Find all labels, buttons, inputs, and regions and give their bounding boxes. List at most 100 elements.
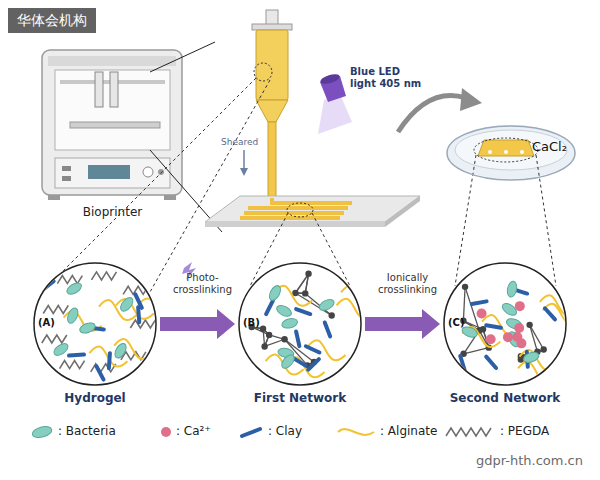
- pegda-sample: [446, 428, 491, 436]
- circle-fill: [238, 262, 362, 386]
- printer-foot: [48, 195, 60, 200]
- printer-front: [55, 158, 170, 188]
- printer-foot: [164, 195, 176, 200]
- clay-platelet: [69, 353, 84, 358]
- circle-outline-shape: [239, 263, 361, 385]
- clay-platelet: [306, 346, 320, 352]
- pegda-network: [465, 287, 479, 331]
- alginate-chain: [341, 286, 379, 306]
- printer-syringe: [95, 72, 103, 107]
- crosslink-point: [292, 290, 298, 296]
- printer-window: [55, 70, 170, 150]
- syringe-taper: [256, 100, 288, 122]
- calcium-ion: [514, 323, 524, 333]
- pegda-network: [463, 287, 465, 321]
- pegda-chain: [42, 335, 67, 343]
- clay-platelet: [545, 308, 555, 319]
- calcium-ion: [477, 309, 487, 319]
- crosslink-point: [540, 346, 546, 352]
- bacterium: [281, 317, 299, 330]
- clay-platelet: [472, 301, 487, 304]
- printer-platform: [70, 122, 160, 128]
- clay-platelet: [293, 358, 306, 366]
- clay-platelet: [486, 357, 496, 368]
- node-box: (A)Hydrogel: [33, 262, 157, 412]
- shear-arrow: [243, 150, 245, 168]
- crosslink-arrow: [365, 309, 440, 339]
- clay-platelet: [109, 353, 110, 368]
- bacterium: [113, 342, 129, 360]
- bacterium: [118, 295, 135, 313]
- node-label: Bioprinter: [30, 205, 195, 219]
- alginate-chain: [519, 350, 557, 370]
- printer-button: [158, 169, 164, 175]
- bacterium: [279, 353, 296, 371]
- crosslink-point: [462, 284, 468, 290]
- bacterium: [522, 350, 540, 364]
- leader-line: [150, 80, 270, 292]
- pegda-chain: [91, 272, 116, 280]
- bacterium: [318, 297, 336, 312]
- clay-platelet: [486, 325, 501, 328]
- network-drawings: [33, 262, 581, 386]
- leader-line: [42, 78, 256, 292]
- alginate-chain: [540, 295, 578, 315]
- syringe-rim: [252, 24, 292, 30]
- zoom-line: [150, 42, 215, 72]
- circle-fill: [33, 262, 157, 386]
- panel-letter: (C): [448, 317, 478, 328]
- syringe-barrel: [256, 30, 288, 100]
- calcium-ion: [503, 332, 513, 342]
- bacterium: [65, 281, 83, 297]
- arrow-shape: [365, 309, 440, 339]
- construct-pore: [504, 150, 508, 154]
- printer-port: [62, 176, 71, 181]
- node-label: Second Network: [433, 391, 577, 405]
- plate-edge: [205, 222, 385, 227]
- printed-strand: [248, 206, 348, 210]
- pegda-network: [295, 274, 308, 293]
- node-box: Bioprinter: [30, 45, 195, 225]
- pegda-network: [530, 325, 538, 352]
- annotation: Blue LED light 405 nm: [350, 66, 422, 90]
- crosslink-point: [261, 343, 267, 349]
- panel-letter: (B): [243, 317, 273, 328]
- network: [460, 280, 581, 381]
- led-cap: [319, 72, 340, 85]
- clay-platelet: [96, 366, 103, 379]
- transfer-arrow: [398, 96, 466, 132]
- clay-platelet: [138, 307, 139, 322]
- pegda-network: [295, 274, 308, 293]
- crosslink-point: [302, 290, 308, 296]
- printed-strand: [244, 211, 344, 215]
- clay-platelet: [296, 309, 310, 314]
- bacterium: [78, 321, 96, 335]
- zoom-circle: [287, 203, 313, 217]
- transfer-arrowhead: [460, 88, 482, 111]
- light-beam: [318, 94, 352, 134]
- alginate-chain: [543, 304, 581, 324]
- crosslink-point: [328, 312, 334, 318]
- construct-pore: [520, 150, 524, 154]
- pegda-chain: [43, 306, 68, 314]
- construct-pore: [488, 150, 492, 154]
- edge-label: Photo-crosslinking: [160, 272, 246, 296]
- pegda-network: [530, 325, 544, 350]
- alginate-sample: [338, 429, 374, 435]
- bacterium: [275, 303, 293, 318]
- printer-screen: [88, 165, 130, 179]
- crosslink-point: [281, 336, 287, 342]
- network: [249, 271, 379, 378]
- printed-strand: [272, 198, 352, 203]
- zoom-circle: [254, 63, 272, 81]
- pegda-chain: [130, 320, 155, 328]
- clay-platelet: [296, 332, 299, 347]
- plate-edge: [385, 196, 420, 227]
- legend-samples: [31, 425, 491, 440]
- watermark: gdpr-hth.com.cn: [470, 451, 589, 471]
- node-box: CaCl₂: [446, 125, 576, 181]
- legend-text: : PEGDA: [500, 424, 549, 438]
- node-label: First Network: [228, 391, 372, 405]
- crosslink-point: [260, 326, 266, 332]
- arrow-shape: [160, 309, 235, 339]
